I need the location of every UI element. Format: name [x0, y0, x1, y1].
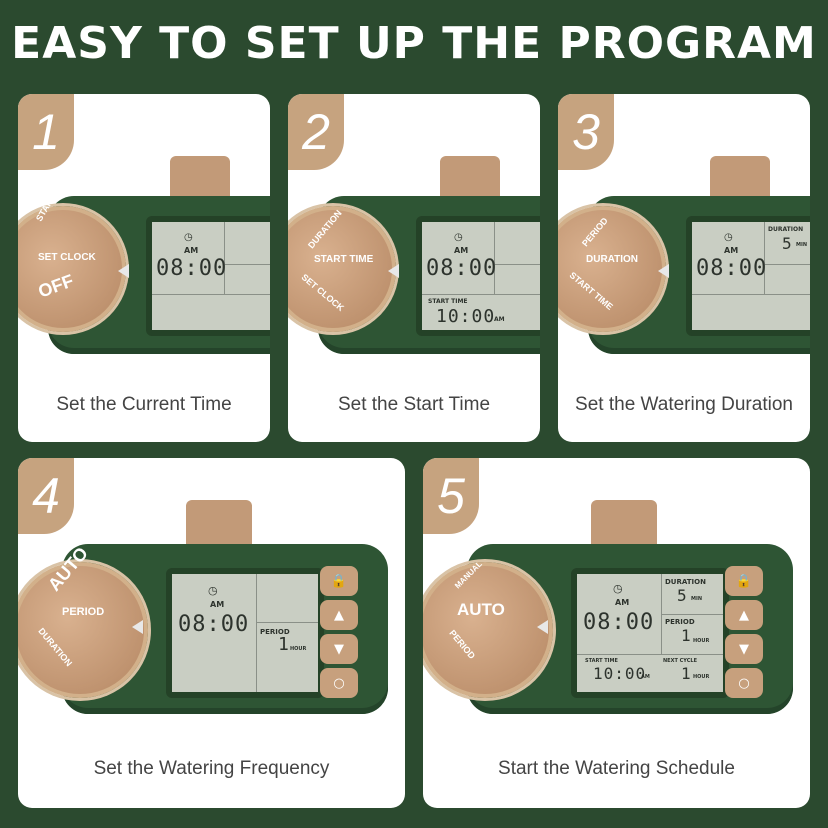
dial-label-auto: AUTO: [457, 600, 505, 619]
step-caption: Set the Watering Frequency: [93, 758, 330, 779]
lock-button[interactable]: 🔒: [725, 566, 763, 596]
lcd-screen: ◷ AM 08:00 DURATION 5 MIN: [686, 216, 810, 336]
duration-value: 5: [782, 234, 793, 253]
start-time-value: 10:00: [436, 306, 496, 327]
lcd-screen: ◷ AM 08:00 DURATION 5 MIN PERIOD 1 HOUR …: [571, 568, 729, 698]
am-indicator: AM: [615, 598, 630, 607]
up-button[interactable]: ▲: [725, 600, 763, 630]
device-strap: [170, 156, 230, 200]
clock-time: 08:00: [426, 256, 498, 281]
step-number: 5: [423, 458, 479, 534]
am-indicator: AM: [454, 246, 469, 255]
step-card-1: 1 ◷ AM 08:00 START TIME SET CLOCK OFF Se…: [18, 94, 270, 442]
period-value: 1: [278, 634, 290, 655]
lcd-screen: ◷ AM 08:00 START TIME 10:00 AM: [416, 216, 540, 336]
arrow-up-icon: ▲: [739, 607, 749, 623]
mode-dial[interactable]: [18, 562, 148, 698]
lock-icon: 🔒: [330, 573, 348, 589]
period-label: PERIOD: [260, 628, 290, 636]
device-strap: [440, 156, 500, 200]
clock-time: 08:00: [696, 256, 768, 281]
dial-label-start-time: START TIME: [314, 254, 374, 265]
clock-icon: ◷: [724, 232, 733, 243]
step-card-2: 2 ◷ AM 08:00 START TIME 10:00 AM DURATIO…: [288, 94, 540, 442]
step-number: 2: [288, 94, 344, 170]
dial-pointer-icon: [388, 264, 399, 278]
power-icon: ○: [333, 675, 345, 691]
page-title: EASY TO SET UP THE PROGRAM: [11, 18, 817, 69]
device-strap: [186, 500, 252, 550]
step-number: 1: [18, 94, 74, 170]
step-caption: Start the Watering Schedule: [498, 758, 735, 779]
dial-label-duration: DURATION: [586, 254, 639, 265]
power-button[interactable]: ○: [725, 668, 763, 698]
duration-unit: MIN: [796, 242, 808, 248]
dial-pointer-icon: [537, 620, 548, 634]
step-card-3: 3 ◷ AM 08:00 DURATION 5 MIN PERIOD DURAT…: [558, 94, 810, 442]
power-icon: ○: [738, 675, 750, 691]
power-button[interactable]: ○: [320, 668, 358, 698]
am-indicator: AM: [210, 600, 225, 609]
period-label: PERIOD: [665, 618, 695, 626]
arrow-down-icon: ▼: [739, 641, 749, 657]
arrow-up-icon: ▲: [334, 607, 344, 623]
arrow-down-icon: ▼: [334, 641, 344, 657]
clock-icon: ◷: [208, 584, 218, 597]
device-strap: [710, 156, 770, 200]
clock-icon: ◷: [454, 232, 463, 243]
lock-icon: 🔒: [735, 573, 753, 589]
device-strap: [591, 500, 657, 550]
lcd-screen: ◷ AM 08:00: [146, 216, 270, 336]
step-caption: Set the Watering Duration: [575, 394, 793, 415]
clock-icon: ◷: [184, 232, 193, 243]
timer-device: ◷ AM 08:00 PERIOD 1 HOUR 🔒 ▲ ▼ ○ AUTO PE…: [18, 458, 405, 808]
period-unit: HOUR: [693, 638, 710, 644]
step-card-5: 5 ◷ AM 08:00 DURATION 5 MIN PERIOD 1 HOU…: [423, 458, 810, 808]
start-time-label: START TIME: [428, 298, 468, 305]
step-caption: Set the Current Time: [56, 394, 232, 415]
am-indicator: AM: [724, 246, 739, 255]
dial-label-period: PERIOD: [62, 606, 105, 618]
start-am: AM: [641, 674, 650, 680]
lock-button[interactable]: 🔒: [320, 566, 358, 596]
lcd-screen: ◷ AM 08:00 PERIOD 1 HOUR: [166, 568, 324, 698]
down-button[interactable]: ▼: [320, 634, 358, 664]
next-cycle-value: 1: [681, 664, 692, 683]
period-value: 1: [681, 626, 692, 645]
down-button[interactable]: ▼: [725, 634, 763, 664]
dial-pointer-icon: [132, 620, 143, 634]
duration-unit: MIN: [691, 596, 703, 602]
timer-device: ◷ AM 08:00 DURATION 5 MIN PERIOD 1 HOUR …: [423, 458, 810, 808]
next-cycle-unit: HOUR: [693, 674, 710, 680]
timer-device: ◷ AM 08:00 START TIME SET CLOCK OFF: [18, 94, 270, 442]
dial-label-set-clock: SET CLOCK: [38, 252, 96, 263]
mode-dial[interactable]: [558, 206, 666, 332]
up-button[interactable]: ▲: [320, 600, 358, 630]
period-unit: HOUR: [290, 646, 307, 652]
start-am: AM: [494, 316, 505, 323]
start-time-label: START TIME: [585, 658, 618, 664]
step-card-4: 4 ◷ AM 08:00 PERIOD 1 HOUR 🔒 ▲ ▼ ○ AUTO …: [18, 458, 405, 808]
clock-time: 08:00: [156, 256, 228, 281]
timer-device: ◷ AM 08:00 START TIME 10:00 AM DURATION …: [288, 94, 540, 442]
clock-time: 08:00: [583, 610, 655, 635]
clock-time: 08:00: [178, 612, 250, 637]
am-indicator: AM: [184, 246, 199, 255]
dial-pointer-icon: [118, 264, 129, 278]
dial-pointer-icon: [658, 264, 669, 278]
step-number: 4: [18, 458, 74, 534]
duration-label: DURATION: [768, 226, 804, 233]
duration-value: 5: [677, 586, 688, 605]
start-time-value: 10:00: [593, 664, 647, 683]
duration-label: DURATION: [665, 578, 706, 586]
step-number: 3: [558, 94, 614, 170]
mode-dial[interactable]: [423, 562, 553, 698]
clock-icon: ◷: [613, 582, 623, 595]
next-cycle-label: NEXT CYCLE: [663, 658, 697, 664]
step-caption: Set the Start Time: [337, 394, 491, 415]
timer-device: ◷ AM 08:00 DURATION 5 MIN PERIOD DURATIO…: [558, 94, 810, 442]
